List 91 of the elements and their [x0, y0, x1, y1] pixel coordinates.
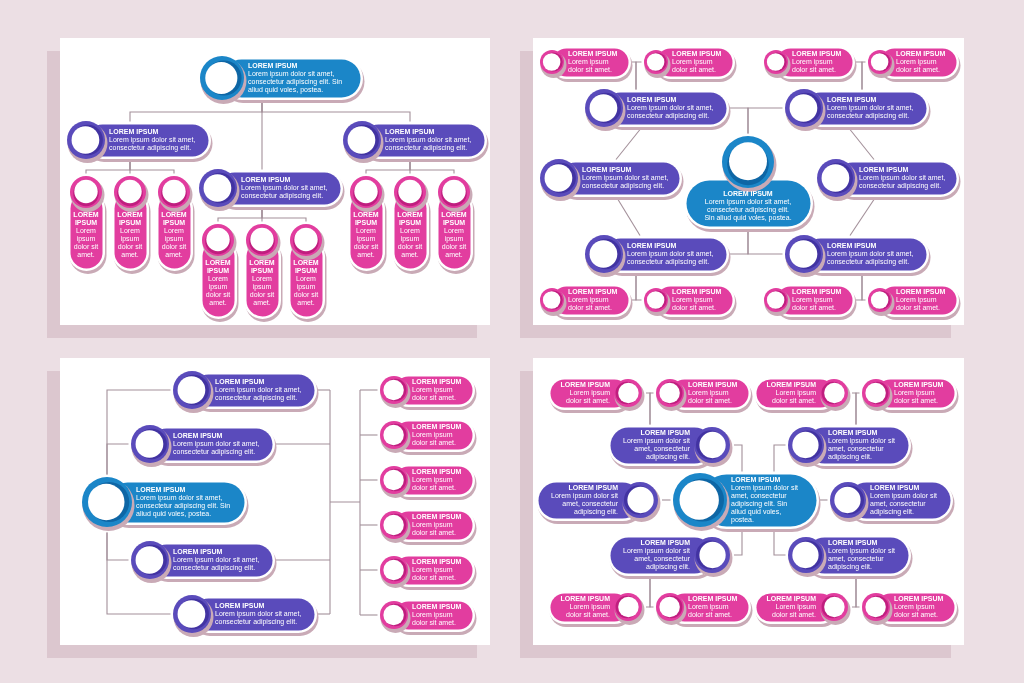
info-pill [197, 53, 364, 106]
connector-line [359, 389, 379, 391]
info-pill [582, 86, 730, 133]
info-pill [128, 538, 276, 585]
connector-line [317, 389, 331, 391]
info-pill [761, 283, 856, 320]
info-pill [170, 368, 318, 415]
connector-line [359, 434, 379, 436]
connector-line [317, 613, 331, 615]
info-pill [782, 232, 930, 279]
info-pill [582, 232, 730, 279]
info-pill [340, 118, 488, 165]
info-pill [761, 45, 856, 82]
connector-line [649, 392, 655, 426]
info-pill [785, 424, 912, 469]
info-pill [865, 45, 960, 82]
connector-line [747, 107, 784, 135]
info-pill [859, 590, 958, 627]
info-tab [155, 173, 194, 274]
info-tab [111, 173, 150, 274]
connector-line [733, 444, 743, 473]
info-pill [547, 376, 646, 413]
info-tab [391, 173, 430, 274]
info-tab [287, 221, 326, 322]
info-pill [535, 479, 662, 524]
connector-line [819, 499, 829, 501]
connector-line [849, 128, 875, 161]
info-tab [347, 173, 386, 274]
connector-line [359, 614, 379, 616]
connector-line [275, 559, 331, 561]
connector-line [359, 479, 379, 481]
info-pill [377, 598, 476, 635]
connector-line [773, 444, 787, 473]
info-pill [377, 418, 476, 455]
info-pill [653, 590, 752, 627]
connector-line [849, 198, 875, 237]
info-pill [377, 373, 476, 410]
info-pill [827, 479, 954, 524]
connector-line [409, 160, 455, 175]
info-pill [537, 283, 632, 320]
connector-line [261, 208, 307, 223]
connector-line [106, 443, 130, 476]
info-pill [607, 534, 734, 579]
connector-line [261, 101, 411, 123]
info-pill [683, 133, 814, 232]
info-pill [607, 424, 734, 469]
info-tab [243, 221, 282, 322]
connector-line [861, 274, 867, 301]
info-pill [64, 118, 212, 165]
info-tab [67, 173, 106, 274]
connector-line [861, 61, 867, 91]
info-pill [641, 283, 736, 320]
info-pill [377, 508, 476, 545]
info-pill [859, 376, 958, 413]
info-pill [377, 463, 476, 500]
info-pill [170, 592, 318, 639]
connector-line [615, 128, 641, 161]
info-pill [537, 156, 683, 203]
connector-line [617, 198, 641, 237]
connector-line [275, 443, 331, 445]
connector-line [106, 531, 172, 615]
info-tab [199, 221, 238, 322]
connector-line [635, 61, 643, 91]
connector-line [855, 577, 861, 608]
connector-line [359, 569, 379, 571]
info-pill [377, 553, 476, 590]
connector-line [661, 499, 672, 501]
info-pill [753, 590, 852, 627]
info-pill [865, 283, 960, 320]
info-pill [753, 376, 852, 413]
connector-line [733, 530, 743, 556]
info-pill [641, 45, 736, 82]
info-pill [537, 45, 632, 82]
info-pill [814, 156, 960, 203]
connector-line [773, 530, 787, 556]
connector-line [649, 577, 655, 608]
connector-line [635, 274, 643, 301]
connector-line [329, 389, 361, 616]
connector-line [855, 392, 861, 426]
info-pill [785, 534, 912, 579]
info-pill [196, 166, 344, 213]
info-pill [782, 86, 930, 133]
info-pill [547, 590, 646, 627]
info-pill [653, 376, 752, 413]
info-pill [670, 470, 820, 533]
info-pill [128, 422, 276, 469]
connector-line [747, 230, 784, 255]
connector-line [359, 524, 379, 526]
info-tab [435, 173, 474, 274]
connector-line [129, 160, 175, 175]
info-pill [79, 474, 248, 533]
